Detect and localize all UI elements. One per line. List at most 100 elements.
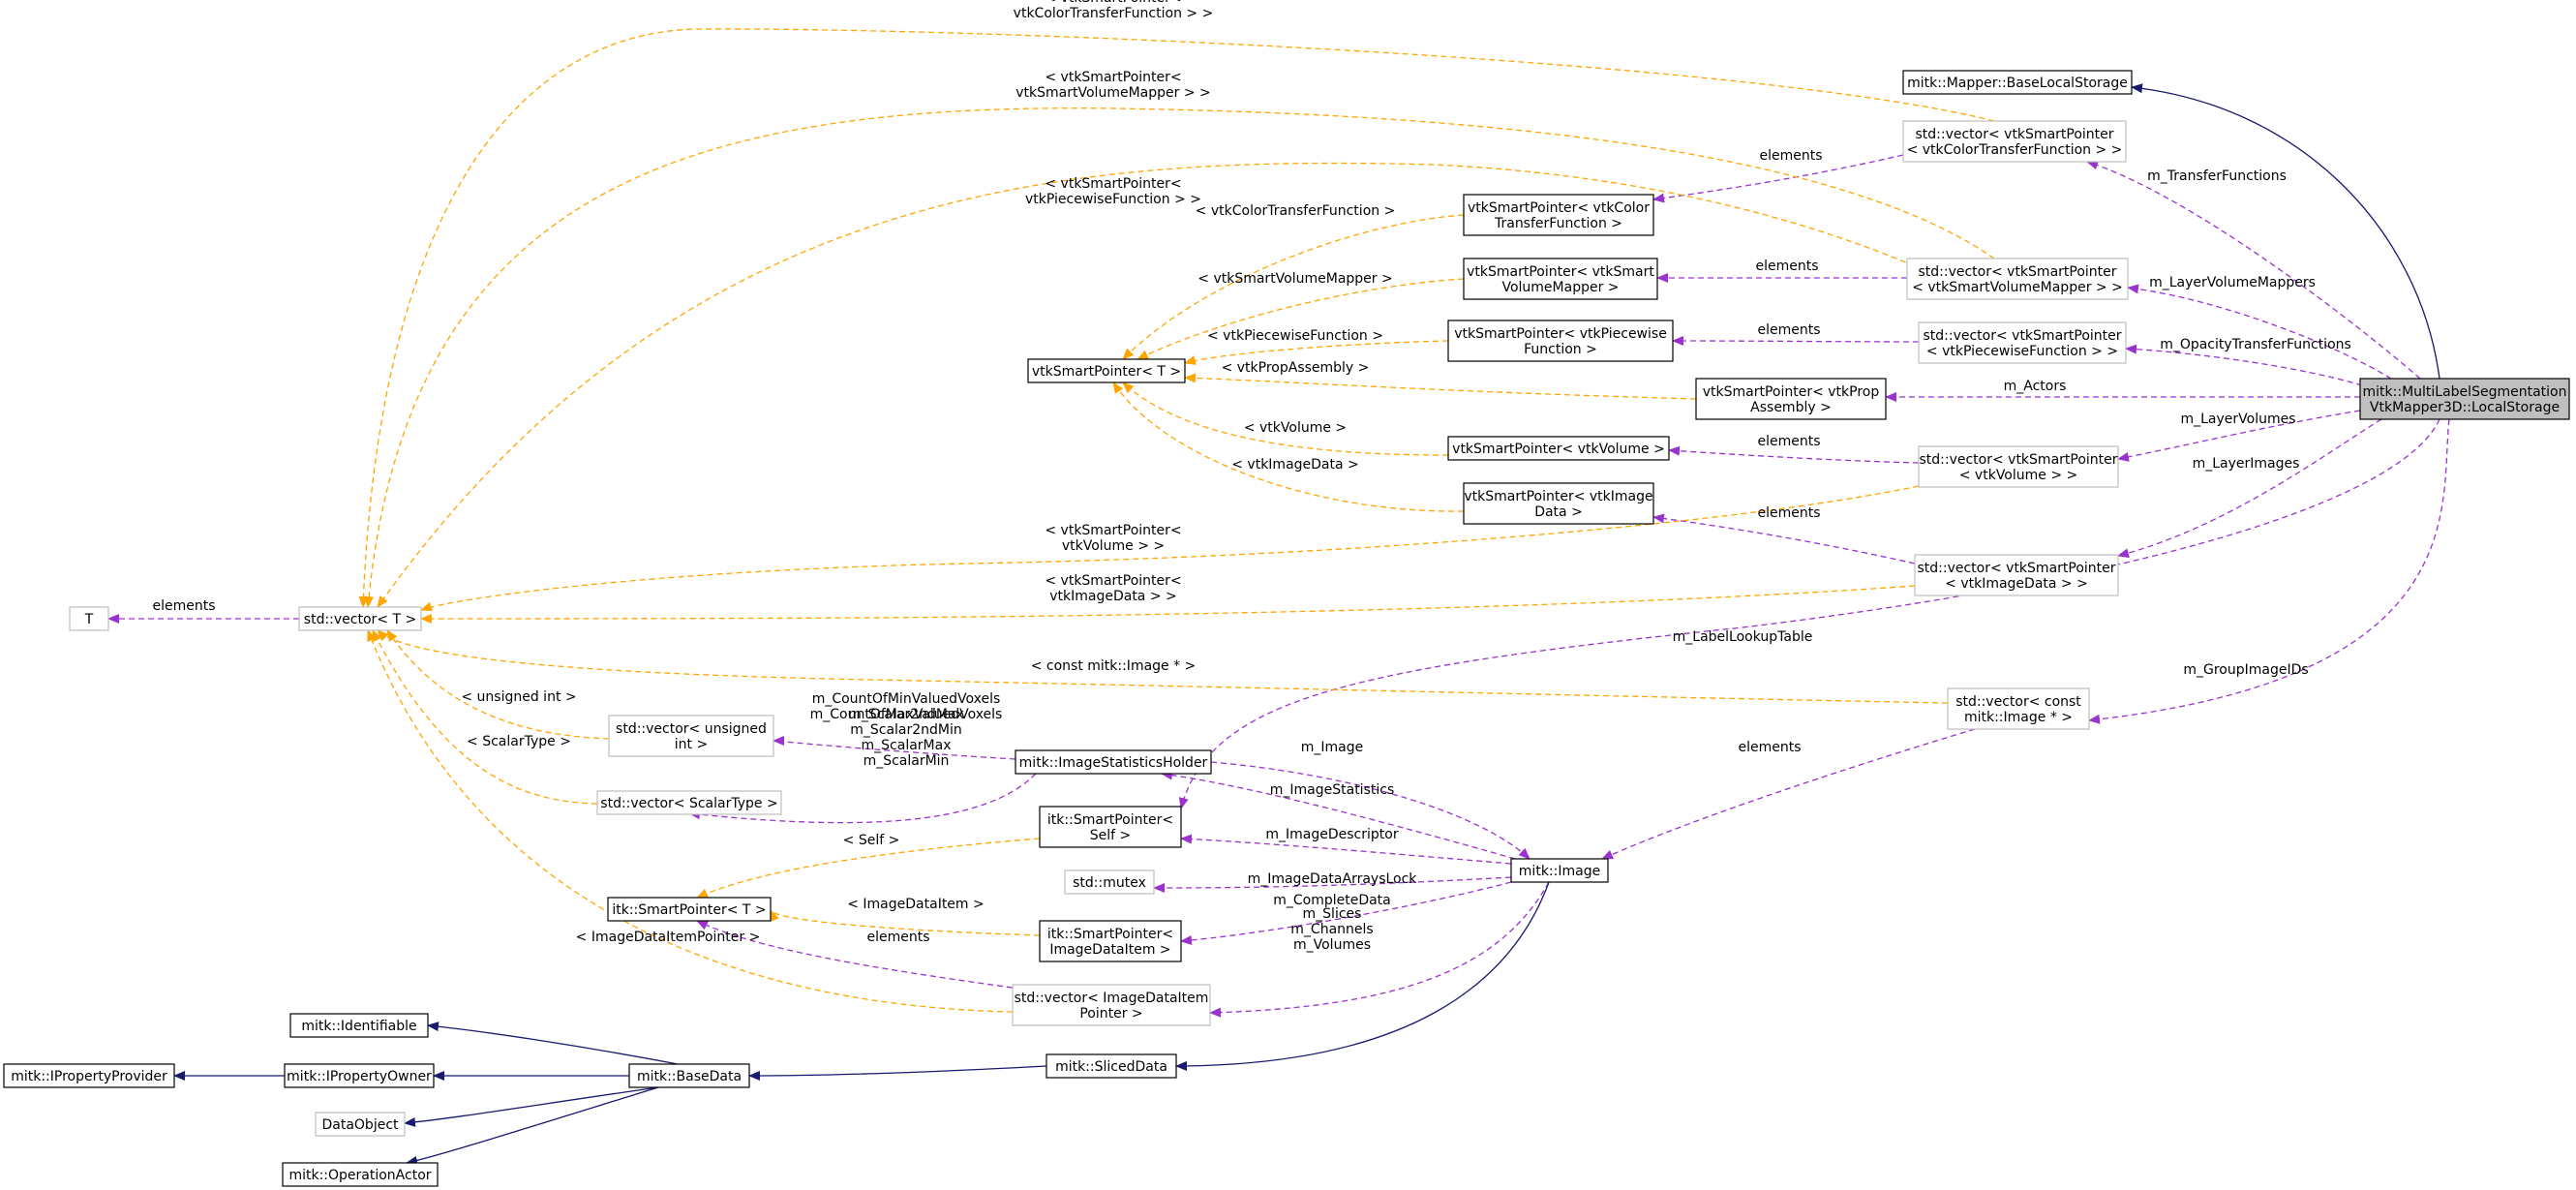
node-sp-t[interactable]: vtkSmartPointer< T >	[1027, 358, 1186, 383]
edge-template-itk_idi-to-itk_t	[770, 909, 1041, 936]
node-label-line: Function >	[1524, 342, 1597, 357]
edge-template-vec_vol-to-vec_t	[420, 485, 1920, 612]
node-op-actor[interactable]: mitk::OperationActor	[282, 1162, 439, 1187]
edge-label-line: m_LayerImages	[2193, 456, 2300, 472]
node-label: std::vector< vtkSmartPointer< vtkImageDa…	[1917, 561, 2115, 592]
edge-label-line: m_Channels	[1290, 922, 1373, 937]
edge-label: elements	[1757, 505, 1820, 521]
node-itk-self[interactable]: itk::SmartPointer<Self >	[1039, 806, 1182, 848]
edge-label: < vtkSmartPointer<vtkSmartVolumeMapper >…	[1015, 70, 1210, 101]
edge-label: m_LayerVolumeMappers	[2149, 275, 2316, 290]
edge-label: elements	[866, 930, 929, 945]
edge-label: elements	[152, 598, 215, 614]
node-prop-provider[interactable]: mitk::IPropertyProvider	[3, 1063, 175, 1088]
edge-label: < vtkVolume >	[1244, 420, 1347, 436]
edge-label: < vtkImageData >	[1231, 457, 1359, 473]
node-label-line: vtkSmartPointer< vtkImage	[1464, 489, 1652, 504]
node-label-line: Data >	[1534, 504, 1583, 520]
edge-label: m_OpacityTransferFunctions	[2160, 337, 2351, 352]
node-label-line: std::vector< vtkSmartPointer	[1919, 452, 2117, 468]
node-sliced[interactable]: mitk::SlicedData	[1046, 1053, 1177, 1079]
node-mitk-image[interactable]: mitk::Image	[1510, 858, 1609, 883]
node-itk-idi[interactable]: itk::SmartPointer<ImageDataItem >	[1039, 920, 1182, 962]
node-data-object[interactable]: DataObject	[315, 1112, 406, 1137]
edge-member-local_storage-to-vec_pwf	[2125, 344, 2363, 386]
node-sp-vol[interactable]: vtkSmartPointer< vtkVolume >	[1447, 436, 1670, 461]
edge-member-vec_img-to-sp_img	[1652, 513, 1916, 564]
node-vec-img[interactable]: std::vector< vtkSmartPointer< vtkImageDa…	[1914, 554, 2119, 596]
node-mutex[interactable]: std::mutex	[1064, 870, 1155, 895]
edge-label: < vtkPiecewiseFunction >	[1207, 328, 1383, 344]
edge-label-line: < unsigned int >	[461, 689, 576, 705]
node-label-line: mitk::IPropertyProvider	[11, 1069, 167, 1084]
edge-label-line: elements	[1738, 740, 1801, 755]
node-label-line: int >	[675, 737, 708, 752]
edge-template-vec_scalar-to-vec_t	[372, 629, 598, 805]
edge-label-line: < ImageDataItemPointer >	[576, 930, 761, 945]
node-vec-vol[interactable]: std::vector< vtkSmartPointer< vtkVolume …	[1918, 445, 2119, 488]
edge-label: < ImageDataItemPointer >	[576, 930, 761, 945]
edge-template-vec_mitkimg-to-vec_t	[377, 629, 1949, 704]
node-label: std::vector< vtkSmartPointer< vtkColorTr…	[1907, 127, 2123, 158]
edge-inherit-sliced-to-base_data	[748, 1065, 1047, 1081]
node-box	[1027, 358, 1186, 383]
node-itk-t[interactable]: itk::SmartPointer< T >	[607, 897, 772, 922]
node-box	[1015, 749, 1212, 775]
edge-label-line: m_ImageDataArraysLock	[1248, 871, 1418, 887]
edge-member-mitk_image-to-vec_idip	[1209, 881, 1550, 1018]
edge-label: m_GroupImageIDs	[2183, 662, 2308, 678]
node-vec-pwf[interactable]: std::vector< vtkSmartPointer< vtkPiecewi…	[1918, 321, 2127, 364]
edge-label-line: m_Actors	[2004, 379, 2067, 394]
edge-label-line: vtkImageData > >	[1049, 589, 1177, 604]
node-label: T	[84, 612, 94, 627]
edge-label-line: m_Slices	[1303, 906, 1362, 922]
node-box	[298, 606, 422, 631]
node-box	[69, 606, 109, 631]
edge-label-line: elements	[1757, 434, 1820, 449]
node-label: mitk::BaseData	[637, 1069, 742, 1084]
edge-member-local_storage-to-vec_img	[2117, 418, 2382, 559]
node-vec-svm[interactable]: std::vector< vtkSmartPointer< vtkSmartVo…	[1906, 258, 2129, 300]
node-vec-ctf[interactable]: std::vector< vtkSmartPointer< vtkColorTr…	[1902, 120, 2127, 163]
node-mapper-base[interactable]: mitk::Mapper::BaseLocalStorage	[1902, 70, 2133, 95]
node-label: mitk::OperationActor	[288, 1168, 431, 1183]
node-base-data[interactable]: mitk::BaseData	[628, 1063, 750, 1088]
node-vec-scalar[interactable]: std::vector< ScalarType >	[596, 790, 782, 815]
edge-label: < vtkSmartPointer<vtkPiecewiseFunction >…	[1025, 176, 1201, 207]
edge-member-local_storage-to-itk_self	[1178, 418, 2440, 809]
edge-member-mitk_image-to-stats	[1161, 770, 1516, 860]
node-box	[1064, 870, 1155, 895]
edge-label: < vtkSmartPointer<vtkColorTransferFuncti…	[1014, 0, 1214, 21]
edge-inherit-base_data-to-data_object	[404, 1086, 659, 1127]
node-identifiable[interactable]: mitk::Identifiable	[289, 1013, 429, 1038]
node-box	[628, 1063, 750, 1088]
node-vec-t[interactable]: std::vector< T >	[298, 606, 422, 631]
node-prop-owner[interactable]: mitk::IPropertyOwner	[284, 1063, 435, 1088]
edge-template-sp_svm-to-sp_t	[1136, 278, 1465, 360]
node-label: std::vector< T >	[304, 612, 416, 627]
node-stats[interactable]: mitk::ImageStatisticsHolder	[1015, 749, 1212, 775]
edge-label: m_LabelLookupTable	[1673, 629, 1813, 645]
node-box	[1039, 920, 1182, 962]
edge-label-line: m_CompleteData	[1273, 893, 1391, 908]
node-t[interactable]: T	[69, 606, 109, 631]
node-label-line: VtkMapper3D::LocalStorage	[2370, 400, 2560, 415]
node-label-line: std::vector< vtkSmartPointer	[1918, 264, 2116, 280]
